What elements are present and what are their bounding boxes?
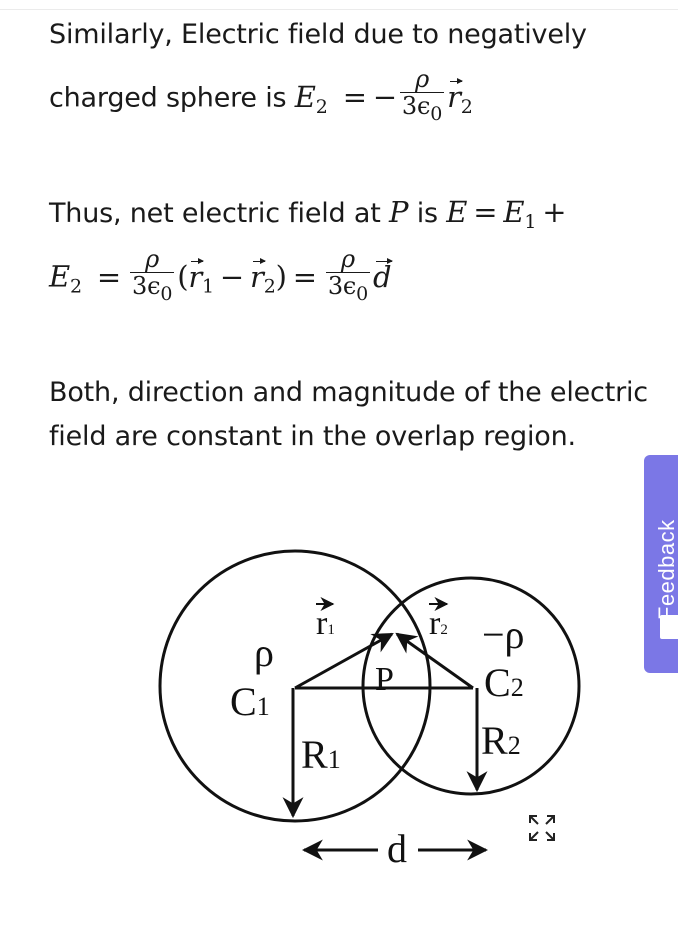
label-c2: C2 [484, 660, 524, 705]
feedback-icon[interactable] [660, 615, 678, 639]
paragraph-1-line-1: Similarly, Electric field due to negativ… [49, 19, 587, 50]
paragraph-3-line-1: Both, direction and magnitude of the ele… [49, 377, 648, 408]
label-R2: R2 [481, 718, 521, 763]
label-r1-vector: r1 [316, 605, 335, 642]
top-divider [0, 9, 678, 10]
label-r2-vector: r2 [429, 605, 448, 642]
label-p: P [375, 661, 394, 698]
label-d: d [387, 826, 407, 871]
label-c1: C1 [230, 679, 270, 724]
vector-r1-line [294, 632, 394, 690]
label-neg-rho: −ρ [482, 612, 525, 657]
expand-icon[interactable] [527, 813, 557, 843]
label-R1: R1 [301, 732, 341, 777]
sphere-1-circle [158, 549, 432, 823]
paragraph-1-text: charged sphere is [49, 82, 287, 114]
paragraph-2-line-1: Thus, net electric field at P is E=E1+ [49, 195, 567, 233]
sphere-2-circle [361, 576, 581, 796]
feedback-label[interactable]: Feedback [654, 519, 678, 620]
vector-r2-line [395, 632, 474, 690]
paragraph-3-line-2: field are constant in the overlap region… [49, 421, 576, 452]
label-rho: ρ [254, 630, 274, 675]
